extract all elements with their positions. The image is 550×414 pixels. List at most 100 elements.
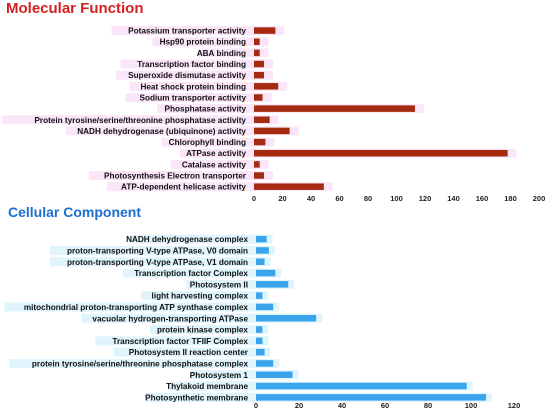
bar (256, 360, 274, 367)
bar-halo (149, 325, 269, 335)
category-label: Protein tyrosine/serine/threonine phosph… (34, 116, 246, 125)
bar (254, 183, 324, 190)
bar-halo (129, 81, 288, 91)
bar (254, 172, 264, 179)
category-label: Catalase activity (182, 160, 247, 169)
bar (256, 292, 263, 299)
x-tick-label: 160 (476, 194, 489, 203)
bar-halo (88, 171, 273, 181)
category-label: vacuolar hydrogen-transporting ATPase (92, 314, 248, 323)
bar (256, 337, 263, 345)
category-label: ATP-dependent helicase activity (121, 183, 246, 192)
bar (254, 27, 276, 34)
x-tick-label: 40 (338, 401, 346, 410)
bar (254, 138, 266, 146)
bar (256, 326, 263, 333)
category-label: Photosynthetic membrane (145, 393, 248, 402)
bar (254, 71, 264, 79)
bar-halo (95, 336, 269, 346)
bar (254, 49, 260, 57)
category-label: ATPase activity (186, 149, 246, 158)
bar-halo (125, 92, 272, 102)
x-tick-label: 0 (252, 194, 256, 203)
category-label: ABA binding (197, 49, 246, 58)
category-label: NADH dehydrogenase complex (126, 235, 248, 244)
bar (254, 38, 260, 45)
category-label: mitochondrial proton-transporting ATP sy… (24, 303, 249, 312)
x-tick-label: 20 (295, 401, 303, 410)
chart-title: Cellular Component (8, 204, 141, 220)
category-label: protein tyrosine/serine/threonine phosph… (32, 359, 249, 368)
chart-title: Molecular Function (6, 0, 144, 17)
category-label: Heat shock protein binding (140, 82, 246, 91)
bar-halo (122, 268, 282, 278)
category-label: Photosystem II reaction center (129, 348, 249, 357)
bar (256, 235, 267, 243)
x-tick-label: 0 (254, 401, 258, 410)
category-label: Hsp90 protein binding (160, 38, 246, 47)
bar (254, 127, 290, 135)
category-label: proton-transporting V-type ATPase, V0 do… (67, 246, 248, 255)
bar-halo (131, 234, 273, 244)
category-label: protein kinase complex (157, 326, 248, 335)
bar-halo (140, 291, 269, 301)
bar (256, 281, 289, 288)
x-tick-label: 180 (504, 194, 517, 203)
category-label: Photosynthesis Electron transporter (104, 172, 247, 181)
x-tick-label: 100 (465, 401, 478, 410)
bar-halo (116, 70, 273, 80)
bar (256, 247, 269, 254)
bar (256, 258, 265, 265)
bar-halo (170, 159, 269, 169)
bar-halo (113, 347, 271, 357)
bar (256, 315, 317, 322)
x-tick-label: 100 (390, 194, 403, 203)
category-label: proton-transporting V-type ATPase, V1 do… (67, 258, 248, 267)
bar (256, 382, 467, 390)
bar (256, 394, 487, 401)
bar-halo (120, 59, 273, 69)
category-label: Thylakoid membrane (166, 382, 248, 391)
bar (256, 371, 293, 378)
bar-halo (2, 115, 279, 125)
category-label: Transcription factor Complex (134, 269, 248, 278)
bar (254, 60, 264, 68)
category-label: Sodium transporter activity (140, 93, 247, 102)
bar (254, 83, 279, 90)
category-label: Chlorophyll binding (169, 138, 246, 147)
x-tick-label: 80 (424, 401, 432, 410)
bar-halo (49, 245, 275, 255)
x-tick-label: 60 (335, 194, 343, 203)
bar-halo (49, 257, 271, 267)
bar (256, 303, 274, 311)
x-tick-label: 80 (364, 194, 372, 203)
x-tick-label: 20 (278, 194, 286, 203)
bar (254, 161, 260, 168)
category-label: Transcription factor binding (137, 60, 246, 69)
bar-halo (111, 26, 285, 36)
bar-halo (4, 302, 280, 312)
bar (254, 149, 508, 157)
bar (256, 269, 276, 277)
bar-halo (66, 126, 299, 136)
x-tick-label: 140 (447, 194, 460, 203)
bar (256, 348, 265, 356)
bar-halo (197, 48, 269, 58)
bar-halo (8, 358, 280, 368)
bar (254, 105, 416, 112)
x-tick-label: 60 (381, 401, 389, 410)
category-label: Potassium transporter activity (128, 27, 246, 36)
category-label: Phosphatase activity (165, 105, 247, 114)
x-tick-label: 120 (508, 401, 521, 410)
bar-halo (161, 137, 275, 147)
bar (254, 116, 270, 124)
category-label: Transcription factor TFIIF Complex (112, 337, 248, 346)
category-label: NADH dehydrogenase (ubiquinone) activity (77, 127, 246, 136)
bar-halo (152, 37, 269, 47)
category-label: Photosystem II (190, 280, 248, 289)
bar (254, 94, 263, 101)
category-label: Photosystem 1 (190, 371, 249, 380)
category-label: light harvesting complex (152, 292, 249, 301)
